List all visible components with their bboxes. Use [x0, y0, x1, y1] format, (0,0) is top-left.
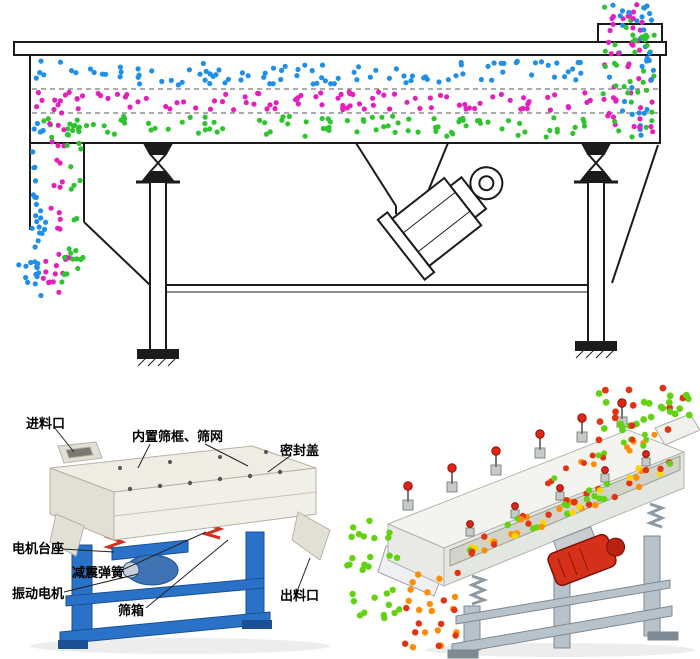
vibration-motor-drawing: [376, 166, 504, 282]
discharge-chute: [291, 511, 331, 561]
right-feed-hopper: [654, 413, 700, 446]
stand-right-foot: [242, 620, 272, 629]
feed-inlet-flange: [597, 23, 663, 43]
label-damping-spring: 减震弹簧: [72, 565, 124, 581]
motor-base-bracket: [111, 539, 189, 561]
label-vibration-motor: 振动电机: [12, 586, 64, 602]
left-outlet-spout: [49, 513, 85, 557]
labeled-machine-photo: 进料口 内置筛框、筛网 密封盖 电机台座 减震弹簧 振动电机 筛箱 出料口: [12, 416, 331, 654]
right-spring-support: [574, 142, 618, 359]
label-leader-lines: [53, 426, 311, 609]
right-machine-particles: [344, 384, 693, 651]
machine-shadow: [30, 638, 330, 654]
label-seal-cover: 密封盖: [279, 443, 319, 459]
right-body-end-face: [387, 523, 445, 587]
right-support-diagonal: [611, 144, 659, 284]
stand-left-foot: [58, 640, 88, 649]
label-motor-base: 电机台座: [12, 541, 64, 557]
label-feed-inlet: 进料口: [26, 416, 65, 432]
label-screen-box: 筛箱: [118, 603, 144, 619]
label-discharge-outlet: 出料口: [280, 588, 319, 604]
schematic-line-drawing: [13, 23, 667, 367]
screen-body: [49, 441, 331, 561]
left-support-diagonal: [83, 221, 151, 286]
schematic-particles: [16, 2, 657, 299]
label-inner-screen-frame: 内置筛框、筛网: [132, 429, 223, 445]
lid-clamp-posts: [402, 398, 651, 537]
screen-lid: [13, 41, 667, 56]
lid-clamps: [118, 450, 283, 492]
right-machine-frame: [447, 535, 679, 659]
stand-left-leg: [71, 544, 93, 641]
left-spring-support: [136, 142, 180, 367]
right-machine-motor: [547, 526, 626, 587]
cutaway-screen-band: [449, 455, 681, 567]
